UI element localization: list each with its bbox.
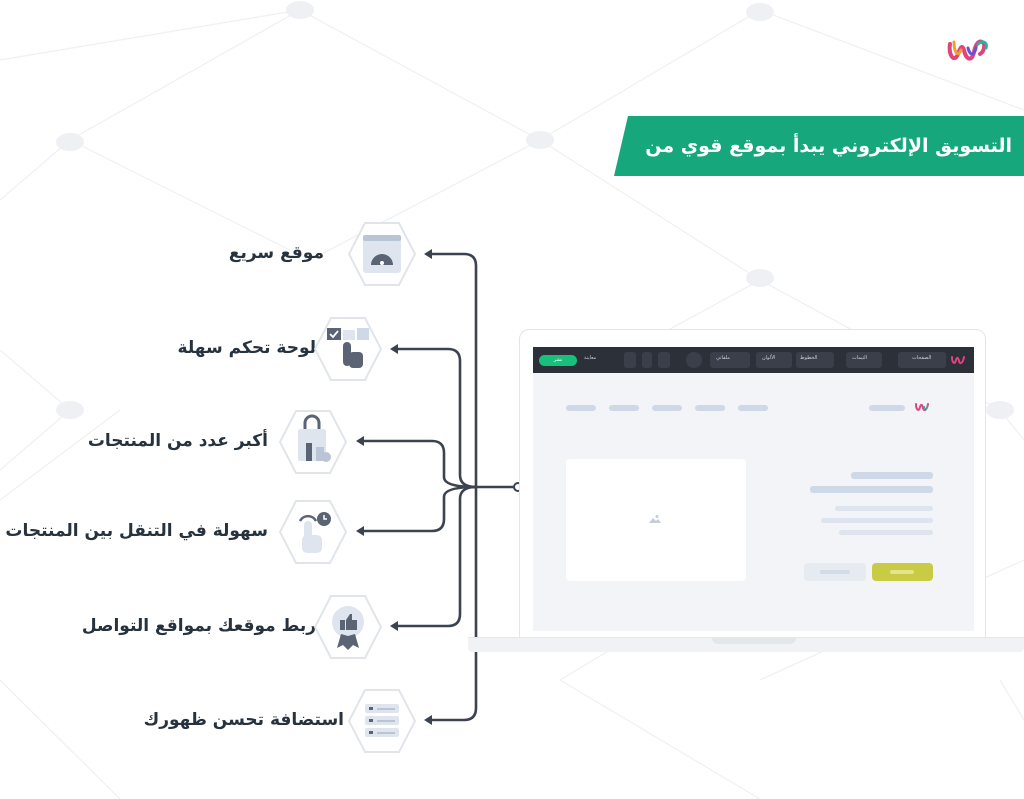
wuilt-logo-icon[interactable] bbox=[944, 30, 992, 70]
server-stack-icon bbox=[347, 689, 417, 753]
thumbs-up-badge-icon bbox=[313, 595, 383, 659]
button-text-placeholder bbox=[820, 570, 850, 574]
tablet-view-icon[interactable] bbox=[624, 352, 636, 368]
image-icon bbox=[649, 515, 661, 523]
feature-label-easy-dashboard: لوحة تحكم سهلة bbox=[177, 338, 316, 358]
nav-placeholder bbox=[609, 405, 639, 411]
title-banner bbox=[614, 116, 1024, 176]
pages-dropdown[interactable] bbox=[898, 352, 946, 368]
editor-logo-icon[interactable] bbox=[950, 353, 966, 367]
hero-image-placeholder bbox=[566, 459, 746, 581]
site-logo-icon bbox=[915, 403, 929, 412]
speedometer-icon bbox=[347, 222, 417, 286]
fonts-button[interactable] bbox=[796, 352, 834, 368]
feature-label-social-linking: ربط موقعك بمواقع التواصل bbox=[81, 616, 316, 636]
nav-placeholder bbox=[566, 405, 596, 411]
feature-label-most-products: أكبر عدد من المنتجات bbox=[87, 431, 268, 451]
banner-title: التسويق الإلكتروني يبدأ بموقع قوي من ويل… bbox=[645, 135, 1012, 217]
feature-label-fast-site: موقع سريع bbox=[228, 243, 324, 263]
fonts-label: الخطوط bbox=[800, 355, 818, 361]
button-text-placeholder bbox=[890, 570, 914, 574]
heading-placeholder bbox=[810, 486, 933, 493]
pages-label: الصفحات bbox=[912, 355, 932, 361]
desktop-view-icon[interactable] bbox=[658, 352, 670, 368]
hand-touch-dashboard-icon bbox=[313, 317, 383, 381]
colors-label: الألوان bbox=[762, 355, 776, 361]
themes-button[interactable] bbox=[846, 352, 882, 368]
chat-icon[interactable] bbox=[686, 352, 702, 368]
laptop-base bbox=[468, 637, 1024, 652]
feature-label-easy-navigation: سهولة في التنقل بين المنتجات bbox=[5, 521, 268, 541]
text-placeholder bbox=[835, 506, 933, 511]
colors-button[interactable] bbox=[756, 352, 792, 368]
text-placeholder bbox=[821, 518, 933, 523]
heading-placeholder bbox=[851, 472, 933, 479]
mobile-view-icon[interactable] bbox=[642, 352, 652, 368]
text-placeholder bbox=[839, 530, 933, 535]
nav-placeholder bbox=[652, 405, 682, 411]
files-button[interactable] bbox=[710, 352, 750, 368]
laptop-notch bbox=[712, 638, 796, 644]
files-label: ملفاتي bbox=[716, 355, 730, 361]
nav-placeholder bbox=[695, 405, 725, 411]
themes-label: الثيمات bbox=[852, 355, 868, 361]
preview-label[interactable]: معاينة bbox=[584, 355, 597, 361]
hand-clock-icon bbox=[278, 500, 348, 564]
products-bag-icon bbox=[278, 410, 348, 474]
publish-button[interactable]: نشر bbox=[539, 355, 577, 366]
nav-placeholder bbox=[869, 405, 905, 411]
nav-placeholder bbox=[738, 405, 768, 411]
feature-label-hosting: استضافة تحسن ظهورك bbox=[143, 710, 344, 730]
